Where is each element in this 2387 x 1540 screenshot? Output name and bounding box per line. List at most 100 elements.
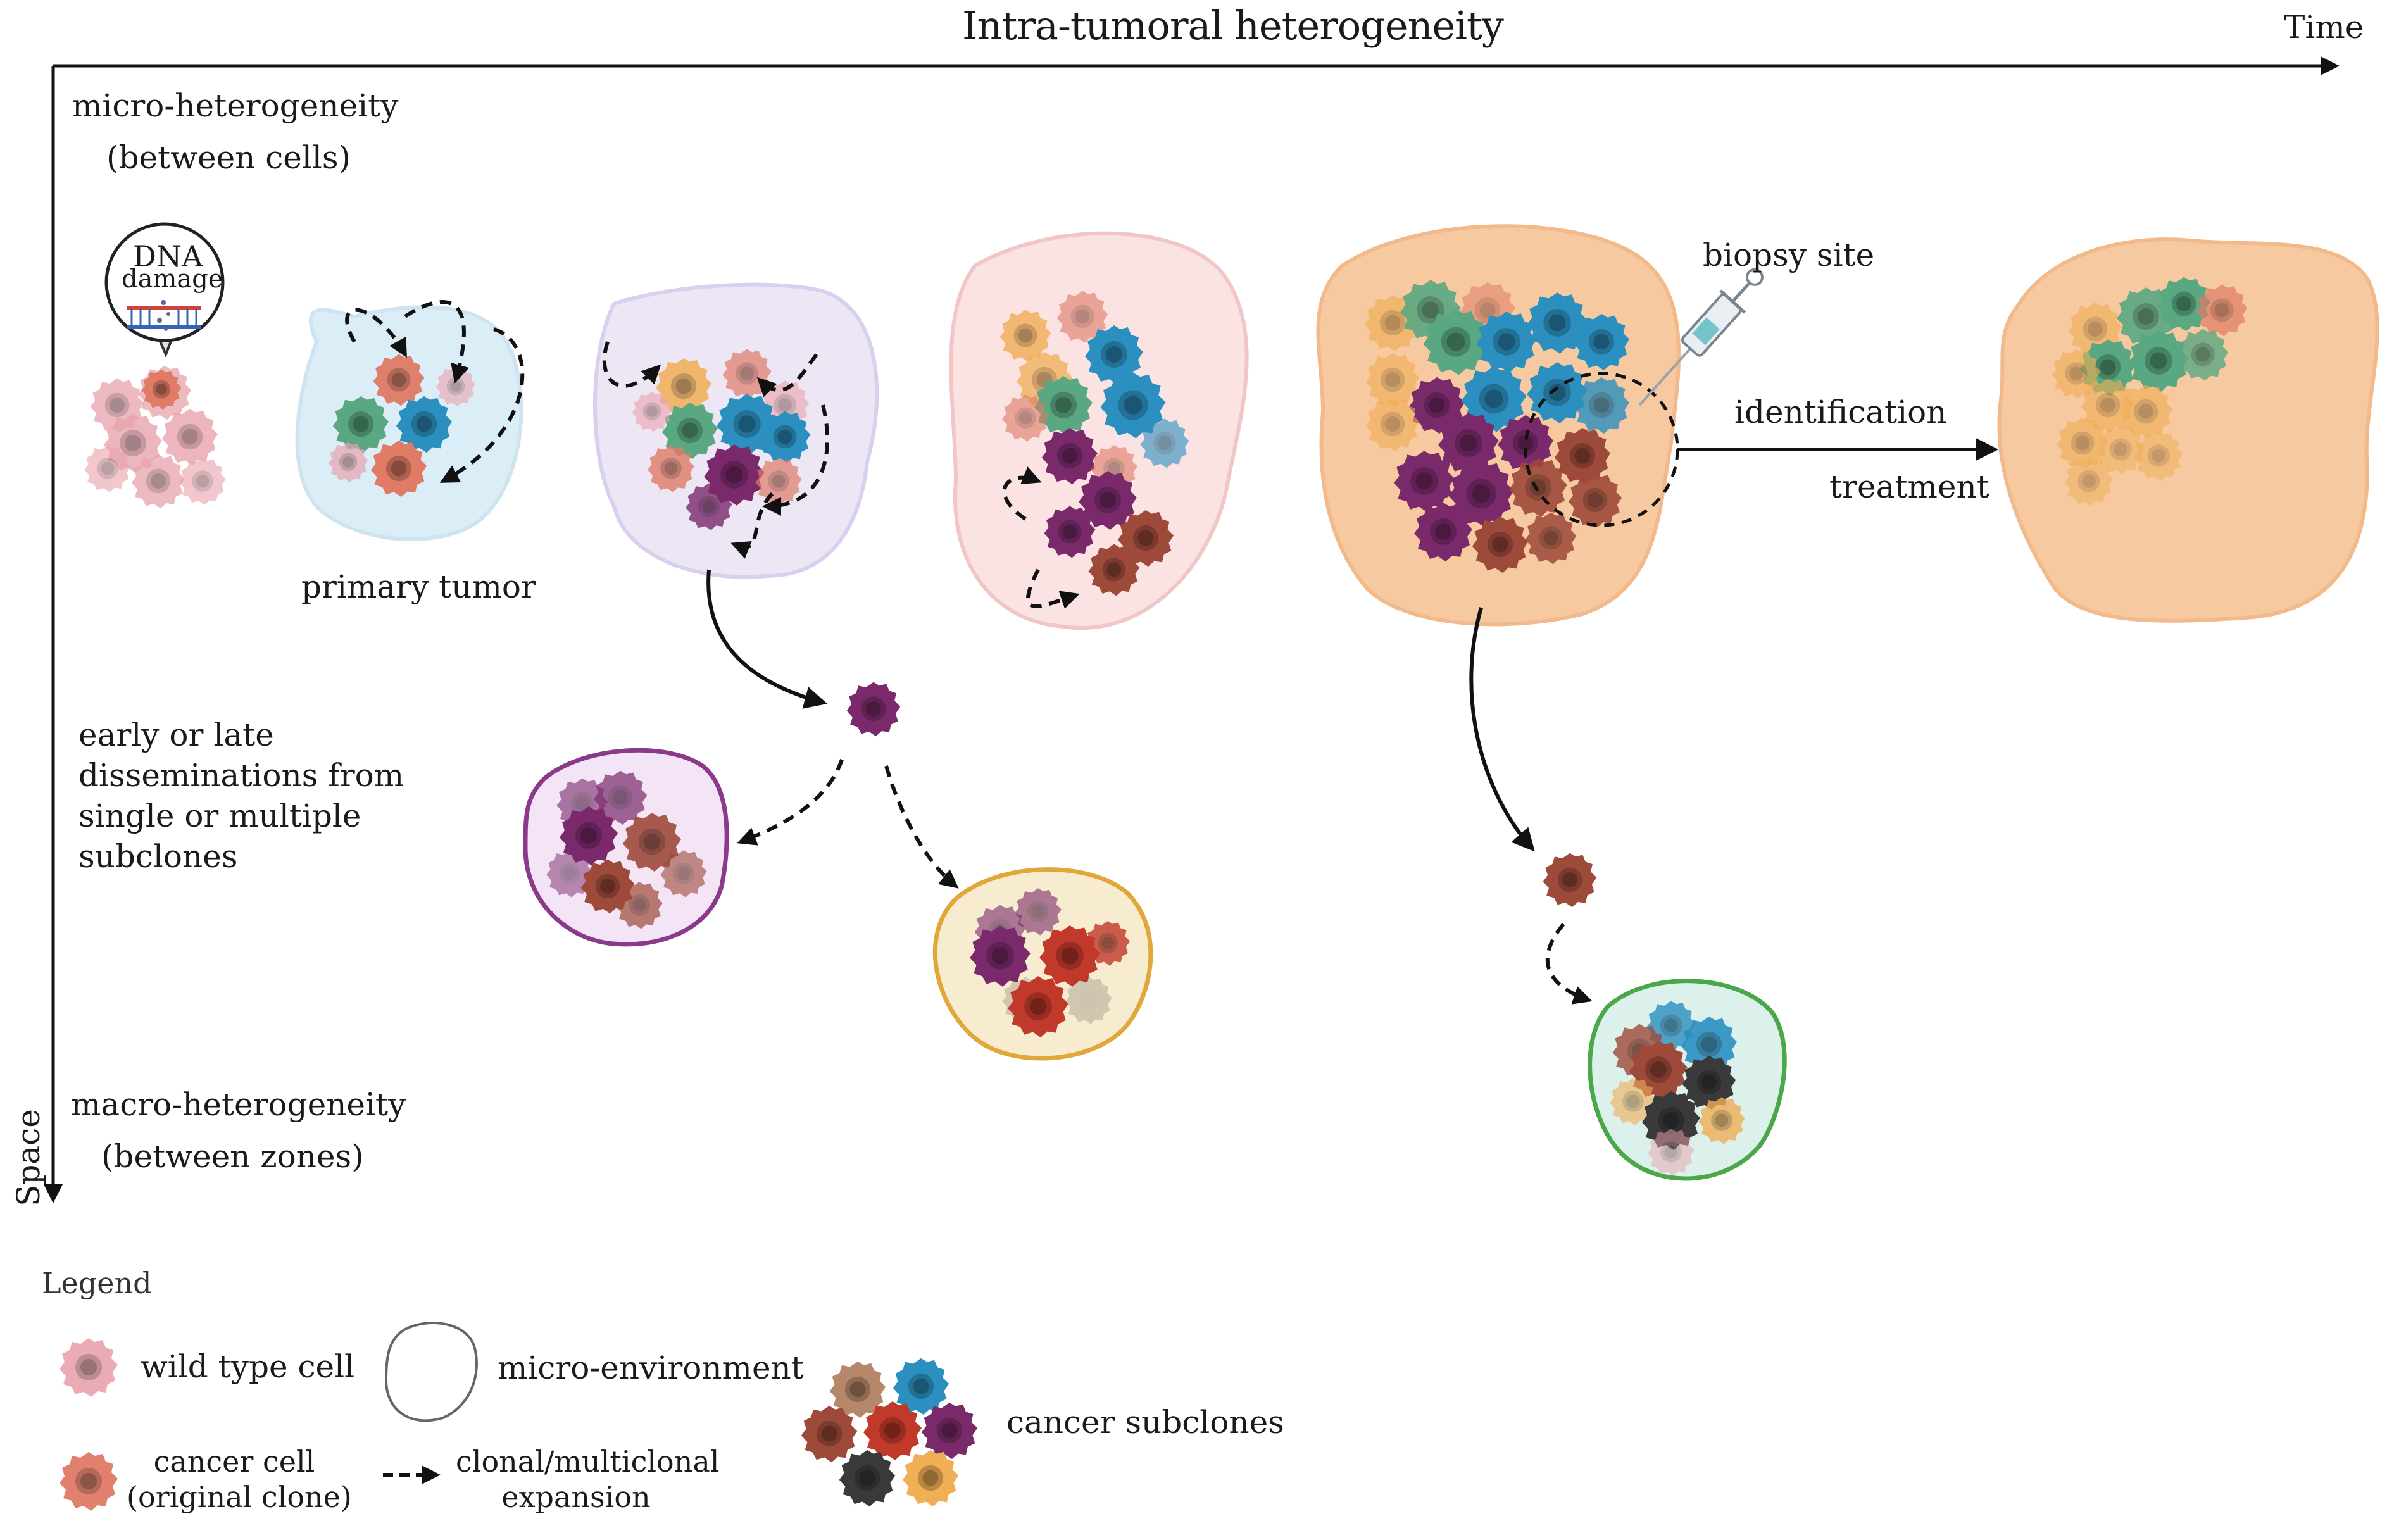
legend-micro-environment-label: micro-environment (498, 1349, 804, 1386)
cell-brown (623, 813, 681, 872)
cell-purple (846, 682, 901, 737)
cell-orange (2068, 302, 2122, 357)
cell-green (2128, 330, 2189, 392)
cell-original_clone (141, 369, 182, 410)
expansion-arrow-4 (602, 341, 661, 388)
cell-blue (396, 396, 453, 453)
cell-wild_type (161, 408, 218, 466)
legend-micro-environment-icon (384, 1322, 478, 1422)
cell-red (1008, 976, 1068, 1037)
cell-wild_type (632, 391, 672, 432)
cell-green (2117, 287, 2175, 346)
cell-brown (660, 850, 707, 898)
cell-purple (560, 806, 618, 865)
legend-expansion-label-2: expansion (501, 1480, 651, 1514)
dissemination-arrow-2 (1469, 607, 1535, 852)
cell-purple (546, 850, 593, 898)
cell-blue (1573, 313, 1630, 371)
cell-brown (1568, 473, 1622, 528)
cell-orange (2057, 417, 2108, 470)
damage-label: damage (122, 265, 223, 294)
cell-purple (1044, 506, 1096, 558)
space-axis-label: Space (9, 1109, 47, 1206)
cell-blue (1527, 292, 1588, 354)
cell-purple (686, 483, 732, 530)
cell-wild_type (84, 445, 131, 492)
expansion-arrow-12 (1545, 923, 1593, 1005)
dissemination-line-3: single or multiple (78, 798, 361, 834)
expansion-arrow-1 (345, 308, 407, 358)
legend-wild-type-label: wild type cell (141, 1348, 355, 1385)
cell-blue (1461, 366, 1527, 432)
dissemination-line-4: subclones (78, 838, 238, 875)
cell-blue (1681, 1016, 1738, 1074)
cell-dark (1065, 977, 1112, 1024)
cell-brown (1543, 853, 1597, 908)
cell-orange (1364, 294, 1421, 352)
cells-layer (60, 277, 2248, 1511)
cell-blue (759, 411, 811, 463)
cell-green (332, 396, 389, 453)
legend-subclone-red (863, 1401, 922, 1460)
cell-orange (2081, 378, 2135, 433)
cell-purple (1408, 377, 1465, 434)
cell-purple (1448, 461, 1514, 527)
cell-brown (580, 859, 635, 914)
biopsy-marker (1524, 268, 1764, 527)
cell-purple (593, 770, 648, 825)
legend-subclone-dark (839, 1449, 896, 1507)
cell-original_clone (2196, 284, 2248, 337)
dissemination-arrow-1 (706, 569, 827, 709)
cell-brown (1629, 1041, 1688, 1099)
cell-green (661, 402, 718, 460)
cell-wild_type (90, 378, 144, 433)
cell-original_clone (755, 458, 802, 505)
cell-original_clone (373, 354, 425, 406)
biopsy-site-label: biopsy site (1703, 237, 1875, 273)
cell-blue (1476, 311, 1537, 373)
cell-wild_type (1648, 1129, 1695, 1176)
cell-orange (2064, 456, 2114, 506)
legend-subclone-blue (893, 1358, 949, 1415)
identification-label: identification (1734, 394, 1947, 430)
expansion-arrow-2 (404, 299, 470, 384)
cell-original_clone (1056, 291, 1108, 343)
cell-purple (704, 444, 765, 506)
legend-subclone-orange (902, 1449, 959, 1507)
legend-subclone-tan (829, 1361, 886, 1418)
cell-brown (1525, 512, 1577, 565)
cell-orange (655, 358, 712, 415)
cell-brown (1088, 544, 1140, 596)
syringe-icon (1638, 268, 1764, 406)
cell-purple (1394, 451, 1455, 512)
legend-subclone-brown (801, 1405, 858, 1463)
cell-blue (1527, 362, 1588, 423)
legend-wild-type-cell (60, 1338, 118, 1397)
dna-icon (127, 300, 201, 331)
cell-orange (1365, 397, 1420, 452)
dissemination-arrows (706, 438, 1999, 852)
axes (44, 56, 2340, 1203)
cell-purple (1041, 427, 1098, 485)
cell-original_clone (370, 440, 427, 498)
dissemination-line-1: early or late (78, 717, 274, 753)
cell-blue (1573, 377, 1630, 434)
cell-wild_type (760, 380, 810, 430)
bubble-circle (104, 222, 225, 342)
legend-subclone-purple (921, 1402, 978, 1460)
cell-wild_type (179, 458, 226, 505)
expansion-arrow-10 (737, 759, 844, 846)
expansion-arrow-6 (762, 404, 830, 516)
cell-red (1039, 925, 1100, 987)
legend-graphics (383, 1322, 478, 1484)
cell-green (1034, 376, 1093, 435)
cell-brown (1472, 516, 1529, 573)
expansion-arrow-7 (730, 492, 774, 559)
cell-brown (616, 882, 663, 929)
expansion-arrow-8 (1002, 466, 1042, 521)
expansion-arrow-5 (756, 353, 818, 398)
cell-orange (2134, 431, 2183, 481)
cell-orange (1365, 353, 1420, 408)
primary-tumor-label: primary tumor (301, 568, 536, 605)
